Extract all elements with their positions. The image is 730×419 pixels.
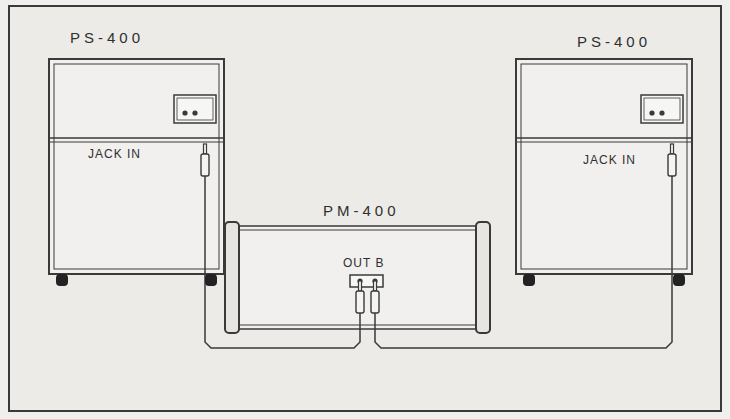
cabinet-drawing	[515, 58, 693, 275]
mixer-unit: PM-400OUT B	[225, 225, 490, 330]
cabinet-drawing	[48, 58, 225, 275]
speaker-cabinet: PS-400JACK IN	[48, 58, 225, 275]
unit-name: PM-400	[323, 203, 400, 218]
jack-label: JACK IN	[88, 148, 141, 160]
jack-label: JACK IN	[583, 154, 636, 166]
output-label: OUT B	[343, 257, 384, 269]
speaker-cabinet: PS-400JACK IN	[515, 58, 693, 275]
unit-name: PS-400	[70, 30, 144, 45]
mixer-drawing	[225, 225, 490, 330]
unit-name: PS-400	[577, 34, 651, 49]
frame-border	[9, 6, 721, 411]
